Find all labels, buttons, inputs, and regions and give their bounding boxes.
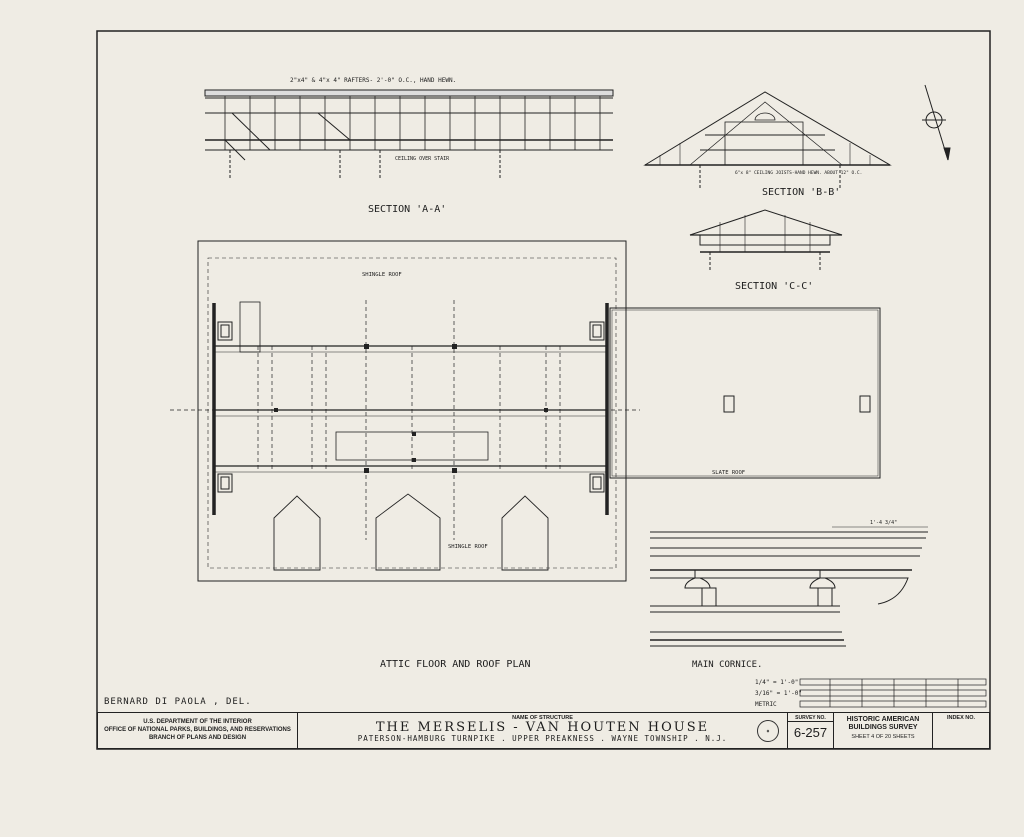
rafters-note: 2"x4" & 4"x 4" RAFTERS- 2'-0" O.C., HAND… bbox=[290, 77, 456, 84]
scale-quarter-label: 1/4" = 1'-0" bbox=[755, 679, 798, 686]
section-aa-title: SECTION 'A-A' bbox=[368, 204, 446, 215]
structure-name-label: NAME OF STRUCTURE bbox=[512, 715, 573, 721]
habs-line-2: BUILDINGS SURVEY bbox=[848, 724, 918, 731]
survey-no-label: SURVEY NO. bbox=[788, 715, 833, 722]
section-cc: SECTION 'C-C' bbox=[689, 209, 843, 292]
sheet-number: SHEET 4 OF 20 SHEETS bbox=[851, 734, 915, 740]
shingle-roof-label-top: SHINGLE ROOF bbox=[362, 272, 402, 278]
habs-cell: HISTORIC AMERICAN BUILDINGS SURVEY SHEET… bbox=[834, 713, 933, 748]
section-bb-title: SECTION 'B-B' bbox=[762, 187, 840, 198]
index-no-label: INDEX NO. bbox=[946, 715, 976, 721]
agency-line-2: OFFICE OF NATIONAL PARKS, BUILDINGS, AND… bbox=[104, 727, 291, 733]
seal-icon: ◉ bbox=[757, 720, 779, 742]
survey-cell: SURVEY NO. 6-257 bbox=[788, 713, 834, 748]
structure-address: PATERSON-HAMBURG TURNPIKE . UPPER PREAKN… bbox=[357, 734, 728, 743]
joists-note: 6"x 8" CEILING JOISTS-HAND HEWN. ABOUT 1… bbox=[735, 170, 862, 176]
section-aa: 2"x4" & 4"x 4" RAFTERS- 2'-0" O.C., HAND… bbox=[204, 77, 614, 215]
shingle-roof-label-bottom: SHINGLE ROOF bbox=[448, 544, 488, 550]
slate-roof-label: SLATE ROOF bbox=[712, 470, 745, 476]
scale-metric-label: METRIC bbox=[755, 701, 777, 708]
main-cornice: 1'-4 3/4" MAIN CORNICE. bbox=[650, 520, 928, 670]
agency-cell: U.S. DEPARTMENT OF THE INTERIOR OFFICE O… bbox=[98, 713, 298, 748]
section-cc-title: SECTION 'C-C' bbox=[735, 281, 813, 292]
sheet-border bbox=[96, 30, 991, 750]
index-cell: INDEX NO. bbox=[933, 713, 989, 748]
agency-line-3: BRANCH OF PLANS AND DESIGN bbox=[148, 735, 247, 741]
attic-plan: SHINGLE ROOF SHINGLE ROOF SLATE ROOF ATT… bbox=[170, 240, 881, 670]
scale-bars: 1/4" = 1'-0" 3/16" = 1'-0" METRIC bbox=[755, 678, 987, 708]
cornice-title: MAIN CORNICE. bbox=[692, 660, 762, 670]
scale-three-sixteenth-label: 3/16" = 1'-0" bbox=[755, 690, 802, 697]
structure-cell: NAME OF STRUCTURE THE MERSELIS - VAN HOU… bbox=[298, 713, 788, 748]
ceiling-note: CEILING OVER STAIR bbox=[395, 156, 450, 162]
section-bb: 6"x 8" CEILING JOISTS-HAND HEWN. ABOUT 1… bbox=[643, 91, 892, 198]
delineator-credit: BERNARD DI PAOLA , DEL. bbox=[104, 697, 252, 707]
structure-name: THE MERSELIS - VAN HOUTEN HOUSE bbox=[375, 720, 710, 735]
agency-line-1: U.S. DEPARTMENT OF THE INTERIOR bbox=[143, 719, 252, 725]
title-block: U.S. DEPARTMENT OF THE INTERIOR OFFICE O… bbox=[97, 712, 990, 749]
survey-number: 6-257 bbox=[793, 725, 828, 740]
north-arrow-icon bbox=[922, 84, 951, 161]
plan-title: ATTIC FLOOR AND ROOF PLAN bbox=[380, 659, 531, 670]
cornice-dimension: 1'-4 3/4" bbox=[870, 520, 897, 526]
habs-line-1: HISTORIC AMERICAN bbox=[846, 716, 920, 723]
